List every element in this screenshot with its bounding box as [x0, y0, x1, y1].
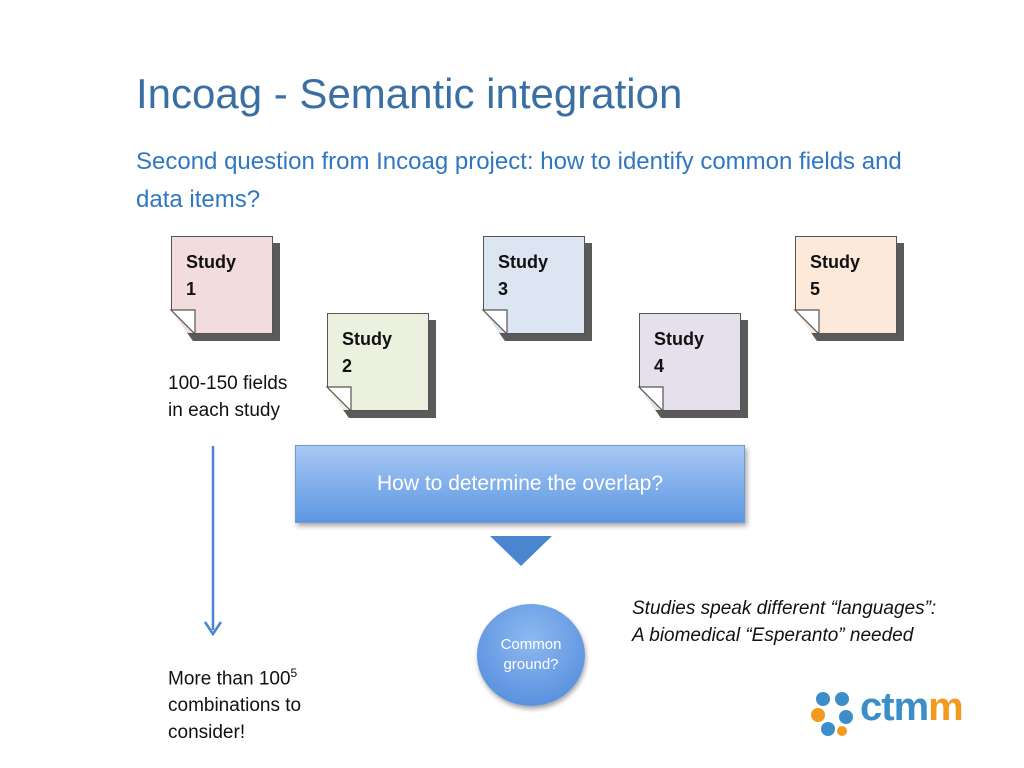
study-4-document: Study 4	[639, 313, 741, 411]
study-1-document: Study 1	[171, 236, 273, 334]
languages-note: Studies speak different “languages”: A b…	[632, 598, 937, 646]
ctmm-logo-text-accent: m	[928, 685, 964, 729]
down-arrow-head	[203, 621, 223, 637]
overlap-arrow-icon	[490, 536, 552, 566]
ctmm-logo-text: ctmm	[860, 685, 964, 730]
study-3-document: Study 3	[483, 236, 585, 334]
ctmm-logo-text-main: ctm	[860, 685, 929, 729]
common-ground-circle: Common ground?	[477, 604, 585, 706]
study-3-label: Study 3	[498, 252, 549, 299]
overlap-question-box: How to determine the overlap?	[295, 445, 745, 523]
study-5-label: Study 5	[810, 252, 861, 299]
combinations-exponent: 5	[290, 666, 298, 680]
slide-subtitle: Second question from Incoag project: how…	[136, 148, 902, 213]
study-5-document: Study 5	[795, 236, 897, 334]
study-4-label: Study 4	[654, 329, 705, 376]
ctmm-logo-mark-icon	[811, 692, 853, 736]
common-ground-label: Common ground?	[500, 636, 562, 673]
study-2-document: Study 2	[327, 313, 429, 411]
study-1-label: Study 1	[186, 252, 237, 299]
combinations-suffix: combinations to consider!	[168, 695, 302, 744]
combinations-note: More than 1005 combinations to consider!	[168, 660, 368, 746]
combinations-prefix: More than 100	[168, 668, 291, 690]
ctmm-logo: ctmm	[808, 685, 978, 737]
fields-note: 100-150 fields in each study	[168, 373, 288, 421]
slide-title: Incoag - Semantic integration	[136, 70, 683, 117]
study-2-label: Study 2	[342, 329, 393, 376]
